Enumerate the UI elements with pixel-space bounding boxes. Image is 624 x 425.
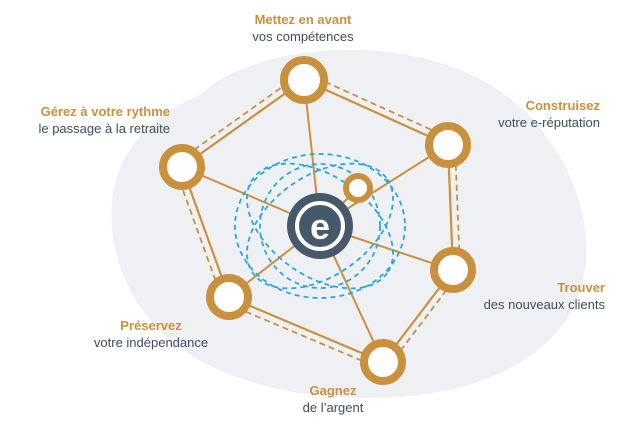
- e-logo-icon: [295, 201, 345, 251]
- label-reputation: Construisez votre e-réputation: [460, 97, 600, 131]
- label-retraite: Gérez à votre rythme le passage à la ret…: [20, 103, 170, 137]
- dashed-edge: [177, 73, 301, 163]
- label-head: Trouver: [557, 280, 605, 295]
- label-sub: votre indépendance: [93, 335, 209, 350]
- label-sub: votre e-réputation: [498, 115, 600, 130]
- ring-node: [280, 56, 328, 104]
- label-sub: de l’argent: [302, 400, 364, 415]
- label-head: Gérez à votre rythme: [40, 104, 170, 119]
- dashed-edge: [306, 72, 452, 140]
- ring-nodes: [159, 56, 476, 385]
- ring-node: [159, 144, 205, 190]
- orbit-ellipse: [259, 163, 381, 289]
- ring-node: [206, 274, 252, 320]
- dashed-edge: [225, 302, 381, 370]
- label-clients: Trouver des nouveaux clients: [450, 279, 605, 313]
- label-head: Préservez: [120, 318, 182, 333]
- outer-edge: [303, 78, 449, 147]
- label-independance: Préservez votre indépendance: [94, 317, 208, 351]
- orbit-ellipse: [234, 153, 406, 299]
- hub-glyph: e: [310, 206, 330, 247]
- dashed-edge: [174, 169, 224, 300]
- label-competences: Mettez en avant vos compétences: [252, 11, 353, 45]
- orbit-ellipse: [246, 162, 394, 290]
- label-sub: le passage à la retraite: [38, 121, 170, 136]
- central-hub: e: [287, 193, 353, 259]
- label-sub: des nouveaux clients: [483, 297, 605, 312]
- label-head: Gagnez: [309, 383, 357, 398]
- label-sub: vos compétences: [252, 29, 354, 44]
- outer-edge: [181, 79, 305, 168]
- small-ring-node: [343, 173, 373, 203]
- label-head: Mettez en avant: [254, 12, 352, 27]
- label-argent: Gagnez de l’argent: [303, 382, 364, 416]
- ring-node: [430, 247, 476, 293]
- outer-edge: [180, 166, 231, 298]
- ring-node: [360, 339, 406, 385]
- label-head: Construisez: [525, 98, 600, 113]
- ring-node: [425, 122, 471, 168]
- outer-edge: [228, 295, 384, 364]
